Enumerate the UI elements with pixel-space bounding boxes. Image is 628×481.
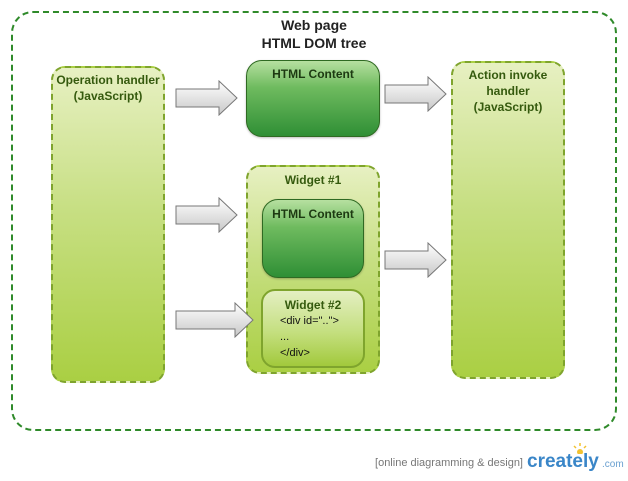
arrow-right-icon [384, 76, 447, 112]
arrow-right-icon [384, 242, 447, 278]
widget2-code-line-2: ... [280, 331, 290, 343]
creately-logo-suffix: .com [602, 459, 624, 470]
html-content-box: HTML Content [246, 60, 380, 137]
widget1-html-content-box: HTML Content [262, 199, 364, 278]
action-handler-label-line1: Action invoke [468, 68, 548, 82]
widget1-label: Widget #1 [284, 173, 342, 187]
widget2-label: Widget #2 [284, 298, 342, 312]
web-page-container [11, 11, 617, 431]
action-handler-panel: Action invoke handler (JavaScript) [451, 61, 565, 379]
web-page-title-line2: HTML DOM tree [261, 35, 367, 51]
widget2-code-line-3: </div> [280, 347, 310, 359]
operation-handler-panel: Operation handler (JavaScript) [51, 66, 165, 383]
html-content-label: HTML Content [272, 67, 354, 81]
widget2-code: <div id=".."> ... </div> [280, 313, 363, 361]
operation-handler-label-line2: (JavaScript) [73, 89, 143, 103]
arrow-right-icon [175, 197, 238, 233]
widget2-code-line-1: <div id=".."> [280, 315, 339, 327]
action-handler-label-line3: (JavaScript) [473, 100, 543, 114]
creately-logo: creately [527, 451, 599, 472]
web-page-title-line1: Web page [281, 17, 347, 33]
footer-note: [online diagramming & design] [375, 457, 523, 469]
action-handler-label: Action invoke handler (JavaScript) [453, 67, 563, 115]
arrow-right-icon [175, 80, 238, 116]
widget1-html-content-label: HTML Content [272, 207, 354, 221]
arrow-right-icon [175, 302, 254, 338]
widget2-box: Widget #2 <div id=".."> ... </div> [261, 289, 365, 368]
action-handler-label-line2: handler [486, 84, 530, 98]
operation-handler-label: Operation handler (JavaScript) [53, 72, 163, 104]
sun-icon [573, 443, 587, 454]
web-page-title: Web page HTML DOM tree [0, 16, 628, 52]
operation-handler-label-line1: Operation handler [56, 73, 160, 87]
